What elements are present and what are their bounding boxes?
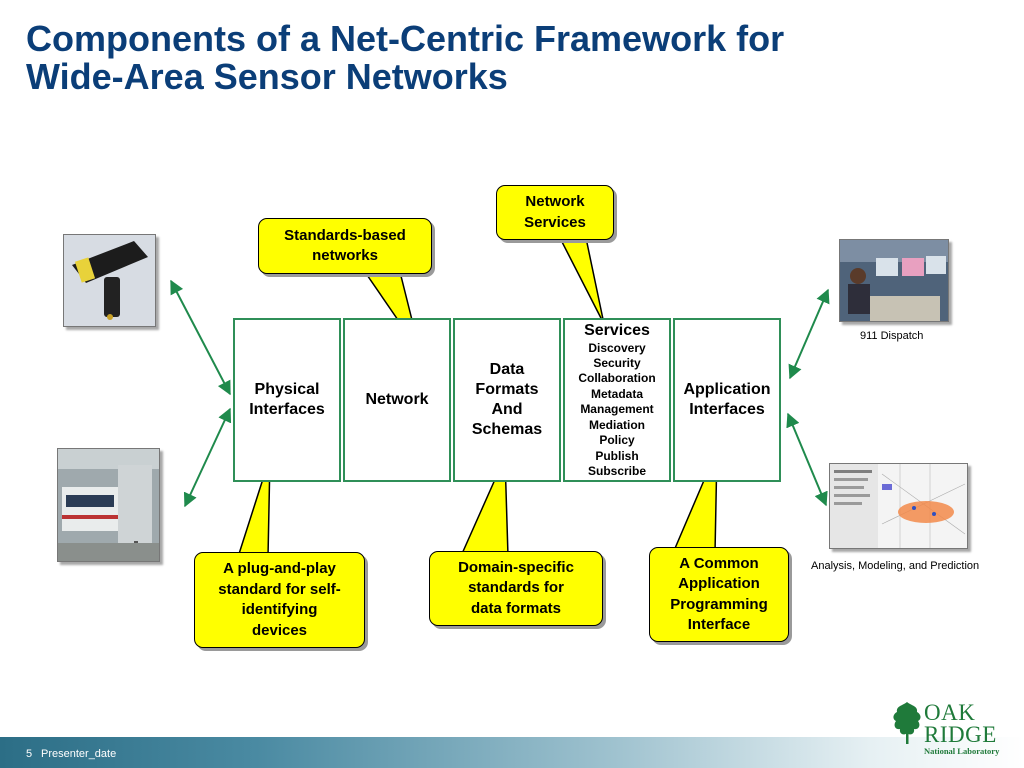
callout-standards-based-networks: Standards-based networks bbox=[258, 218, 432, 274]
component-network: Network bbox=[343, 318, 451, 482]
component-title: Application Interfaces bbox=[683, 381, 771, 418]
page-title: Components of a Net-Centric Framework fo… bbox=[26, 20, 1006, 96]
component-physical-interfaces: Physical Interfaces bbox=[233, 318, 341, 482]
logo-oak-text: OAK bbox=[924, 700, 976, 725]
title-line-1: Components of a Net-Centric Framework fo… bbox=[26, 18, 785, 59]
component-title: Data Formats And Schemas bbox=[471, 361, 543, 438]
arrow-device-top bbox=[170, 279, 231, 396]
dispatch-center-photo bbox=[839, 239, 949, 322]
component-application-interfaces: Application Interfaces bbox=[673, 318, 781, 482]
analysis-map-screenshot bbox=[829, 463, 968, 549]
title-line-2: Wide-Area Sensor Networks bbox=[26, 56, 508, 97]
arrow-analysis bbox=[786, 412, 828, 507]
analysis-caption: Analysis, Modeling, and Prediction bbox=[811, 560, 980, 572]
callout-pointer-network-services bbox=[558, 237, 605, 325]
arrow-dispatch bbox=[788, 288, 830, 380]
component-data-formats: Data Formats And Schemas bbox=[453, 318, 561, 482]
component-title: Physical Interfaces bbox=[249, 381, 325, 418]
slide-number: 5 bbox=[26, 748, 33, 760]
footer-bar bbox=[0, 737, 1024, 768]
component-title: Network bbox=[365, 391, 429, 408]
oak-leaf-icon bbox=[893, 702, 921, 744]
component-title: Services bbox=[584, 321, 650, 339]
callout-common-api: A Common Application Programming Interfa… bbox=[649, 547, 789, 642]
presenter-date: Presenter_date bbox=[41, 748, 117, 760]
bus-stop-sensor-photo bbox=[57, 448, 160, 562]
oak-ridge-logo: OAK RIDGE National Laboratory bbox=[890, 700, 1010, 756]
logo-lab-text: National Laboratory bbox=[924, 746, 1000, 756]
component-services-list: Discovery Security Collaboration Metadat… bbox=[578, 340, 656, 478]
dispatch-caption: 911 Dispatch bbox=[860, 330, 924, 342]
logo-ridge-text: RIDGE bbox=[924, 722, 997, 747]
callout-plug-and-play: A plug-and-play standard for self- ident… bbox=[194, 552, 365, 648]
arrow-device-bottom bbox=[183, 407, 232, 508]
callout-network-services: Network Services bbox=[496, 185, 614, 240]
sensor-device-photo bbox=[63, 234, 156, 327]
component-services: Services Discovery Security Collaboratio… bbox=[563, 318, 671, 482]
callout-domain-specific: Domain-specific standards for data forma… bbox=[429, 551, 603, 626]
